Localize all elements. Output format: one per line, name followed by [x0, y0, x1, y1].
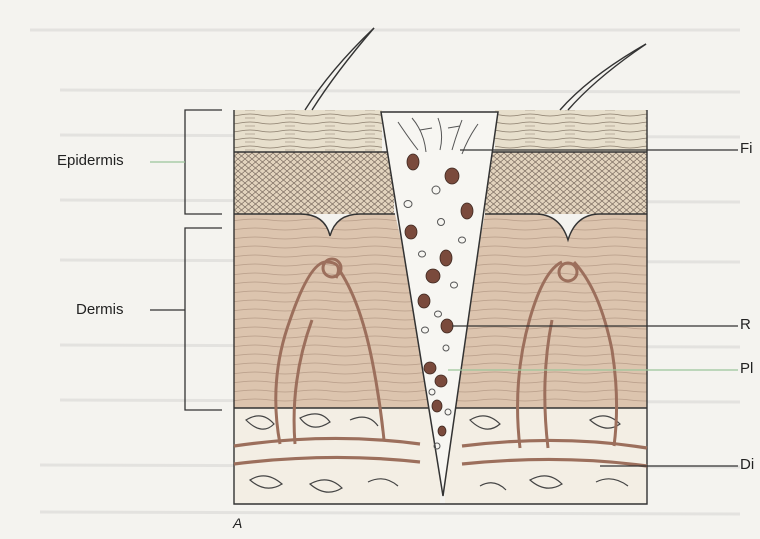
epidermis-cell-layer [234, 152, 394, 214]
epidermis-cell-layer-right [485, 152, 647, 214]
hairs [305, 28, 646, 110]
label-right-3: Pl [740, 360, 760, 377]
dermis-label: Dermis [76, 301, 124, 318]
epidermis-label: Epidermis [57, 152, 124, 169]
epidermis-surface-layer [234, 110, 382, 152]
epidermis-bracket [150, 110, 222, 214]
label-right-4: Di [740, 456, 760, 473]
panel-letter: A [233, 515, 242, 531]
label-right-2: R [740, 316, 760, 333]
dermis-bracket [150, 228, 222, 410]
epidermis-surface-layer-right [495, 110, 647, 152]
label-right-1: Fi [740, 140, 760, 157]
